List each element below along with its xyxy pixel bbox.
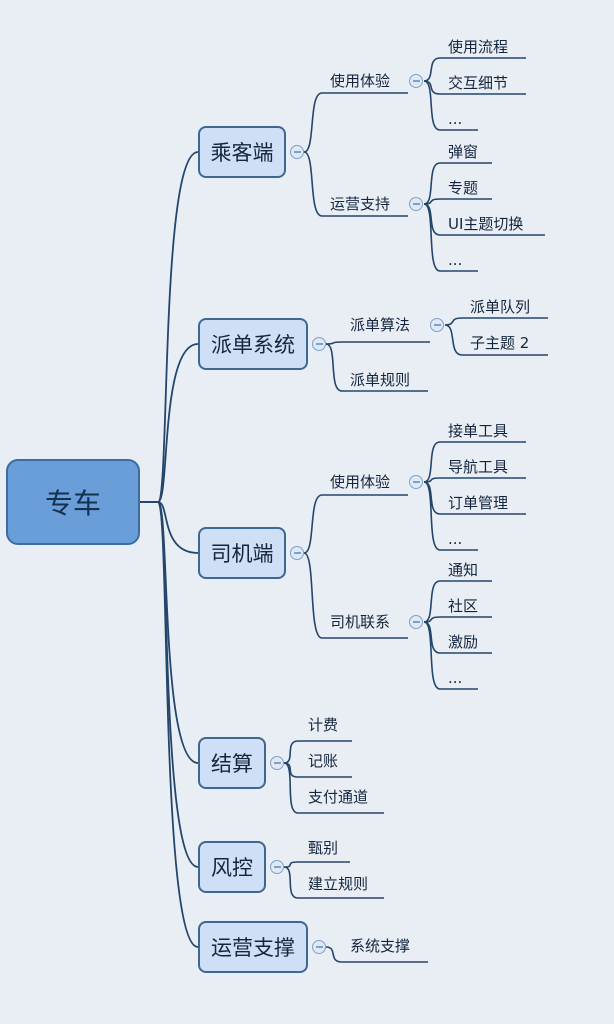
collapse-toggle-icon[interactable] xyxy=(290,145,304,159)
connector-line xyxy=(423,203,478,272)
connector-line xyxy=(283,866,384,899)
connector-line xyxy=(444,324,548,356)
collapse-toggle-icon[interactable] xyxy=(430,318,444,332)
connector-line xyxy=(140,151,199,503)
subtopic-system-support[interactable]: 系统支撑 xyxy=(350,937,411,955)
leaf-topic[interactable]: 激励 xyxy=(448,633,479,651)
connector-line xyxy=(303,92,408,153)
connector-line xyxy=(140,501,199,868)
subtopic-usage-experience[interactable]: 使用体验 xyxy=(330,473,391,491)
leaf-topic[interactable]: 订单管理 xyxy=(448,494,509,512)
leaf-topic[interactable]: ... xyxy=(448,669,463,687)
leaf-topic[interactable]: ... xyxy=(448,251,463,269)
connector-line xyxy=(325,341,430,345)
connector-line xyxy=(325,946,428,963)
collapse-toggle-icon[interactable] xyxy=(312,337,326,351)
leaf-topic[interactable]: 弹窗 xyxy=(448,143,479,161)
connector-line xyxy=(140,501,199,554)
leaf-topic[interactable]: 接单工具 xyxy=(448,422,509,440)
topic-operations-support[interactable]: 运营支撑 xyxy=(198,921,308,973)
subtopic-screening[interactable]: 甄别 xyxy=(308,839,339,857)
connector-line xyxy=(423,481,478,551)
connector-line xyxy=(303,151,408,217)
connector-line xyxy=(423,441,526,483)
leaf-topic[interactable]: UI主题切换 xyxy=(448,215,524,233)
connector-line xyxy=(423,580,492,623)
connector-line xyxy=(423,616,492,623)
connector-line xyxy=(423,57,526,82)
subtopic-build-rules[interactable]: 建立规则 xyxy=(308,875,369,893)
leaf-topic[interactable]: 派单队列 xyxy=(470,298,531,316)
topic-risk-control[interactable]: 风控 xyxy=(198,841,266,893)
connector-line xyxy=(423,198,492,205)
collapse-toggle-icon[interactable] xyxy=(409,475,423,489)
collapse-toggle-icon[interactable] xyxy=(270,860,284,874)
subtopic-billing[interactable]: 计费 xyxy=(308,716,339,734)
topic-passenger-app[interactable]: 乘客端 xyxy=(198,126,286,178)
subtopic-accounting[interactable]: 记账 xyxy=(308,752,339,770)
leaf-topic[interactable]: 导航工具 xyxy=(448,458,509,476)
connector-line xyxy=(303,494,408,554)
connector-line xyxy=(444,317,548,326)
connector-line xyxy=(423,80,478,131)
leaf-topic[interactable]: ... xyxy=(448,110,463,128)
connector-line xyxy=(423,477,526,483)
connector-line xyxy=(423,162,492,205)
connector-line xyxy=(303,552,408,639)
leaf-topic[interactable]: 交互细节 xyxy=(448,74,509,92)
connector-line xyxy=(283,762,384,814)
subtopic-driver-contact[interactable]: 司机联系 xyxy=(330,613,391,631)
collapse-toggle-icon[interactable] xyxy=(409,74,423,88)
leaf-topic[interactable]: ... xyxy=(448,530,463,548)
leaf-topic[interactable]: 通知 xyxy=(448,561,479,579)
connector-line xyxy=(283,740,352,764)
topic-settlement[interactable]: 结算 xyxy=(198,737,266,789)
subtopic-usage-experience[interactable]: 使用体验 xyxy=(330,72,391,90)
connector-line xyxy=(140,343,199,503)
connector-line xyxy=(140,501,199,948)
topic-dispatch-system[interactable]: 派单系统 xyxy=(198,318,308,370)
subtopic-dispatch-algorithm[interactable]: 派单算法 xyxy=(350,316,411,334)
collapse-toggle-icon[interactable] xyxy=(270,756,284,770)
collapse-toggle-icon[interactable] xyxy=(312,940,326,954)
connector-line xyxy=(283,861,350,868)
subtopic-dispatch-rules[interactable]: 派单规则 xyxy=(350,371,411,389)
collapse-toggle-icon[interactable] xyxy=(409,197,423,211)
collapse-toggle-icon[interactable] xyxy=(409,615,423,629)
collapse-toggle-icon[interactable] xyxy=(290,546,304,560)
leaf-topic[interactable]: 专题 xyxy=(448,179,479,197)
subtopic-operations-support[interactable]: 运营支持 xyxy=(330,195,391,213)
leaf-topic[interactable]: 社区 xyxy=(448,597,479,615)
connector-line xyxy=(423,621,478,690)
leaf-topic[interactable]: 子主题 2 xyxy=(470,334,530,352)
root-topic[interactable]: 专车 xyxy=(6,459,140,545)
leaf-topic[interactable]: 使用流程 xyxy=(448,38,509,56)
topic-driver-app[interactable]: 司机端 xyxy=(198,527,286,579)
subtopic-payment-channel[interactable]: 支付通道 xyxy=(308,788,369,806)
connector-line xyxy=(325,343,428,392)
